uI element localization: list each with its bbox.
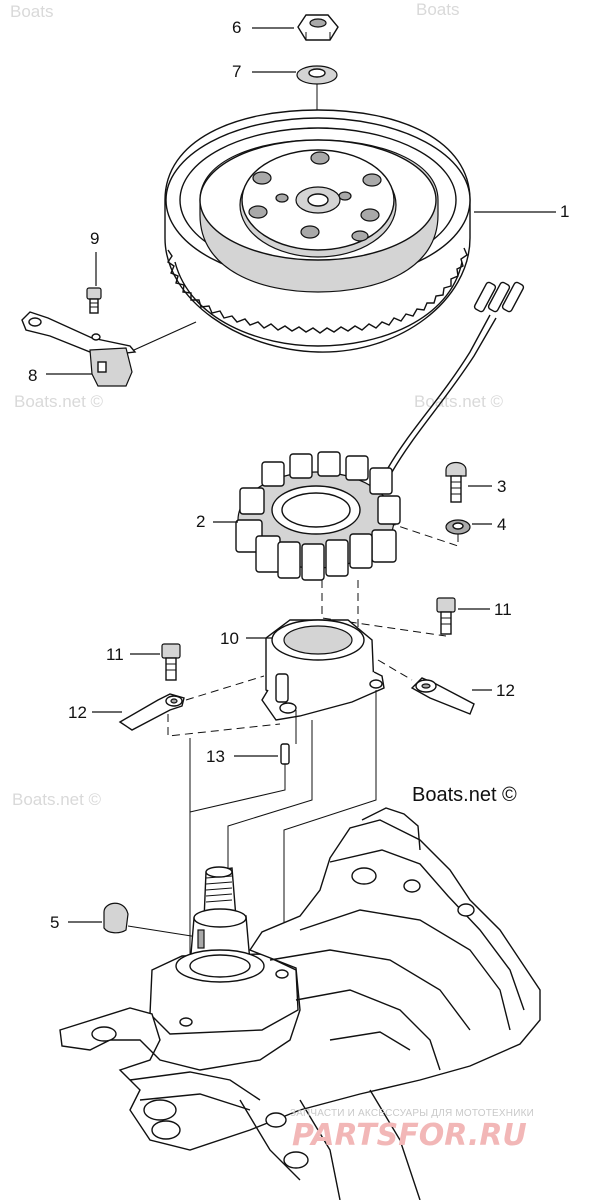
bolt-part-9 [86, 287, 102, 314]
callout-11-right: 11 [494, 600, 512, 619]
callout-11-left: 11 [106, 645, 124, 664]
footer-tagline: ЗАПЧАСТИ И АКСЕССУАРЫ ДЛЯ МОТОТЕХНИКИ [290, 1108, 535, 1119]
watermark-top-right: Boats [416, 0, 460, 19]
footer-logo: PARTSFOR.RU [292, 1118, 527, 1153]
callout-7: 7 [232, 62, 242, 81]
stator-base-part-10 [261, 619, 385, 721]
watermark-left-mid: Boats.net © [14, 392, 104, 411]
bolt-part-11-left [161, 643, 181, 681]
watermark-left-low: Boats.net © [12, 790, 102, 809]
bolt-part-11-right [436, 597, 456, 635]
woodruff-key-part-5 [103, 902, 129, 934]
callout-2: 2 [196, 512, 206, 531]
pulser-coil-part-8 [21, 311, 137, 387]
nut-part-6 [297, 14, 339, 41]
boats-net-copyright: Boats.net © [412, 784, 517, 806]
callout-8: 8 [28, 366, 38, 385]
callout-12-right: 12 [496, 681, 515, 700]
ground-lead-part-12-left [118, 693, 185, 731]
callout-10: 10 [220, 629, 239, 648]
stator-wire-harness [387, 314, 491, 469]
stator-connectors [473, 281, 525, 313]
callout-13: 13 [206, 747, 225, 766]
callout-4: 4 [497, 515, 507, 534]
callout-1: 1 [560, 202, 570, 221]
ground-lead-part-12-right [410, 677, 475, 715]
callout-3: 3 [497, 477, 507, 496]
screw-part-3 [445, 461, 467, 503]
callout-9: 9 [90, 229, 100, 248]
crankcase-casting [59, 807, 541, 1200]
washer-part-7 [296, 65, 338, 85]
callout-6: 6 [232, 18, 242, 37]
watermark-top-left: Boats [10, 2, 54, 21]
washer-part-4 [445, 519, 471, 535]
dowel-pin-part-13 [280, 743, 290, 765]
callout-leaders [46, 27, 556, 923]
callout-12-left: 12 [68, 703, 87, 722]
callout-5: 5 [50, 913, 60, 932]
watermark-right-mid: Boats.net © [414, 392, 504, 411]
flywheel-part-1 [164, 109, 471, 353]
stator-part-2 [235, 451, 401, 581]
